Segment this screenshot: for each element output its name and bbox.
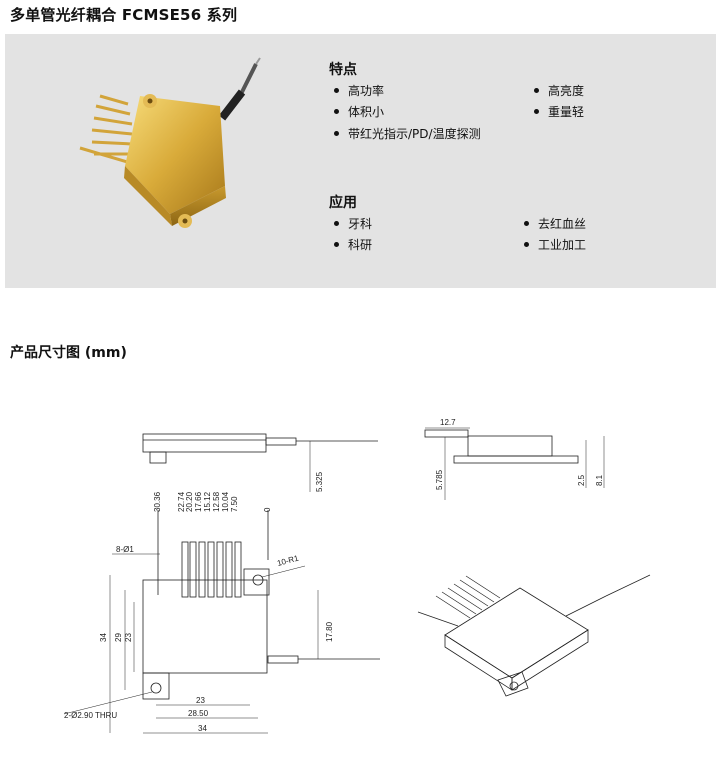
dim-left-34: 34	[99, 633, 108, 642]
dim-pin: 15.12	[203, 491, 212, 512]
page-title: 多单管光纤耦合 FCMSE56 系列	[10, 6, 238, 24]
end-view: 12.7 5.785 2.5 8.1	[424, 418, 605, 500]
dim-pin-dia: 8-Ø1	[116, 545, 134, 554]
dim-pin: 10.04	[221, 491, 230, 512]
feature-item: 带红光指示/PD/温度探测	[334, 125, 481, 142]
dim-hole: 2-Ø2.90 THRU	[64, 711, 117, 720]
features-heading: 特点	[329, 62, 357, 78]
dimensions-heading: 产品尺寸图 (mm)	[10, 345, 127, 361]
application-item: 去红血丝	[524, 215, 586, 232]
application-item: 科研	[334, 236, 372, 253]
dim-pin: 20.20	[185, 491, 194, 512]
dim-left-29: 29	[114, 633, 123, 642]
dim-pin: 7.50	[230, 496, 239, 512]
dim-pin: 12.58	[212, 491, 221, 512]
dim-pin: 30.36	[153, 491, 162, 512]
applications-heading: 应用	[329, 195, 357, 211]
application-item: 工业加工	[524, 236, 586, 253]
product-photo	[79, 57, 261, 228]
feature-item: 体积小	[334, 103, 384, 120]
side-view: 5.325	[142, 433, 378, 492]
dim-radius: 10-R1	[276, 553, 300, 567]
dim-pin: 17.66	[194, 491, 203, 512]
dim-bottom-2850: 28.50	[188, 709, 209, 718]
dim-left-23: 23	[124, 633, 133, 642]
dim-right: 17.80	[325, 621, 334, 642]
dim-side-height: 5.325	[315, 471, 324, 492]
feature-item: 高亮度	[534, 82, 584, 99]
dim-end-top: 12.7	[440, 418, 456, 427]
dim-pin: 0	[263, 507, 272, 512]
dim-pin: 22.74	[177, 491, 186, 512]
dim-bottom-34: 34	[198, 724, 207, 733]
dim-end-h1: 5.785	[435, 469, 444, 490]
feature-item: 重量轻	[534, 103, 584, 120]
feature-item: 高功率	[334, 82, 384, 99]
top-view: 30.36 22.74 20.20 17.66 15.12 12.58 10.0…	[63, 491, 380, 734]
dim-end-h3: 8.1	[595, 474, 604, 486]
dim-end-h2: 2.5	[577, 474, 586, 486]
isometric-view	[417, 574, 651, 697]
application-item: 牙科	[334, 215, 372, 232]
dimension-drawing: 5.325 12.7 5.785 2.5 8.1	[63, 418, 651, 734]
dim-bottom-23: 23	[196, 696, 205, 705]
